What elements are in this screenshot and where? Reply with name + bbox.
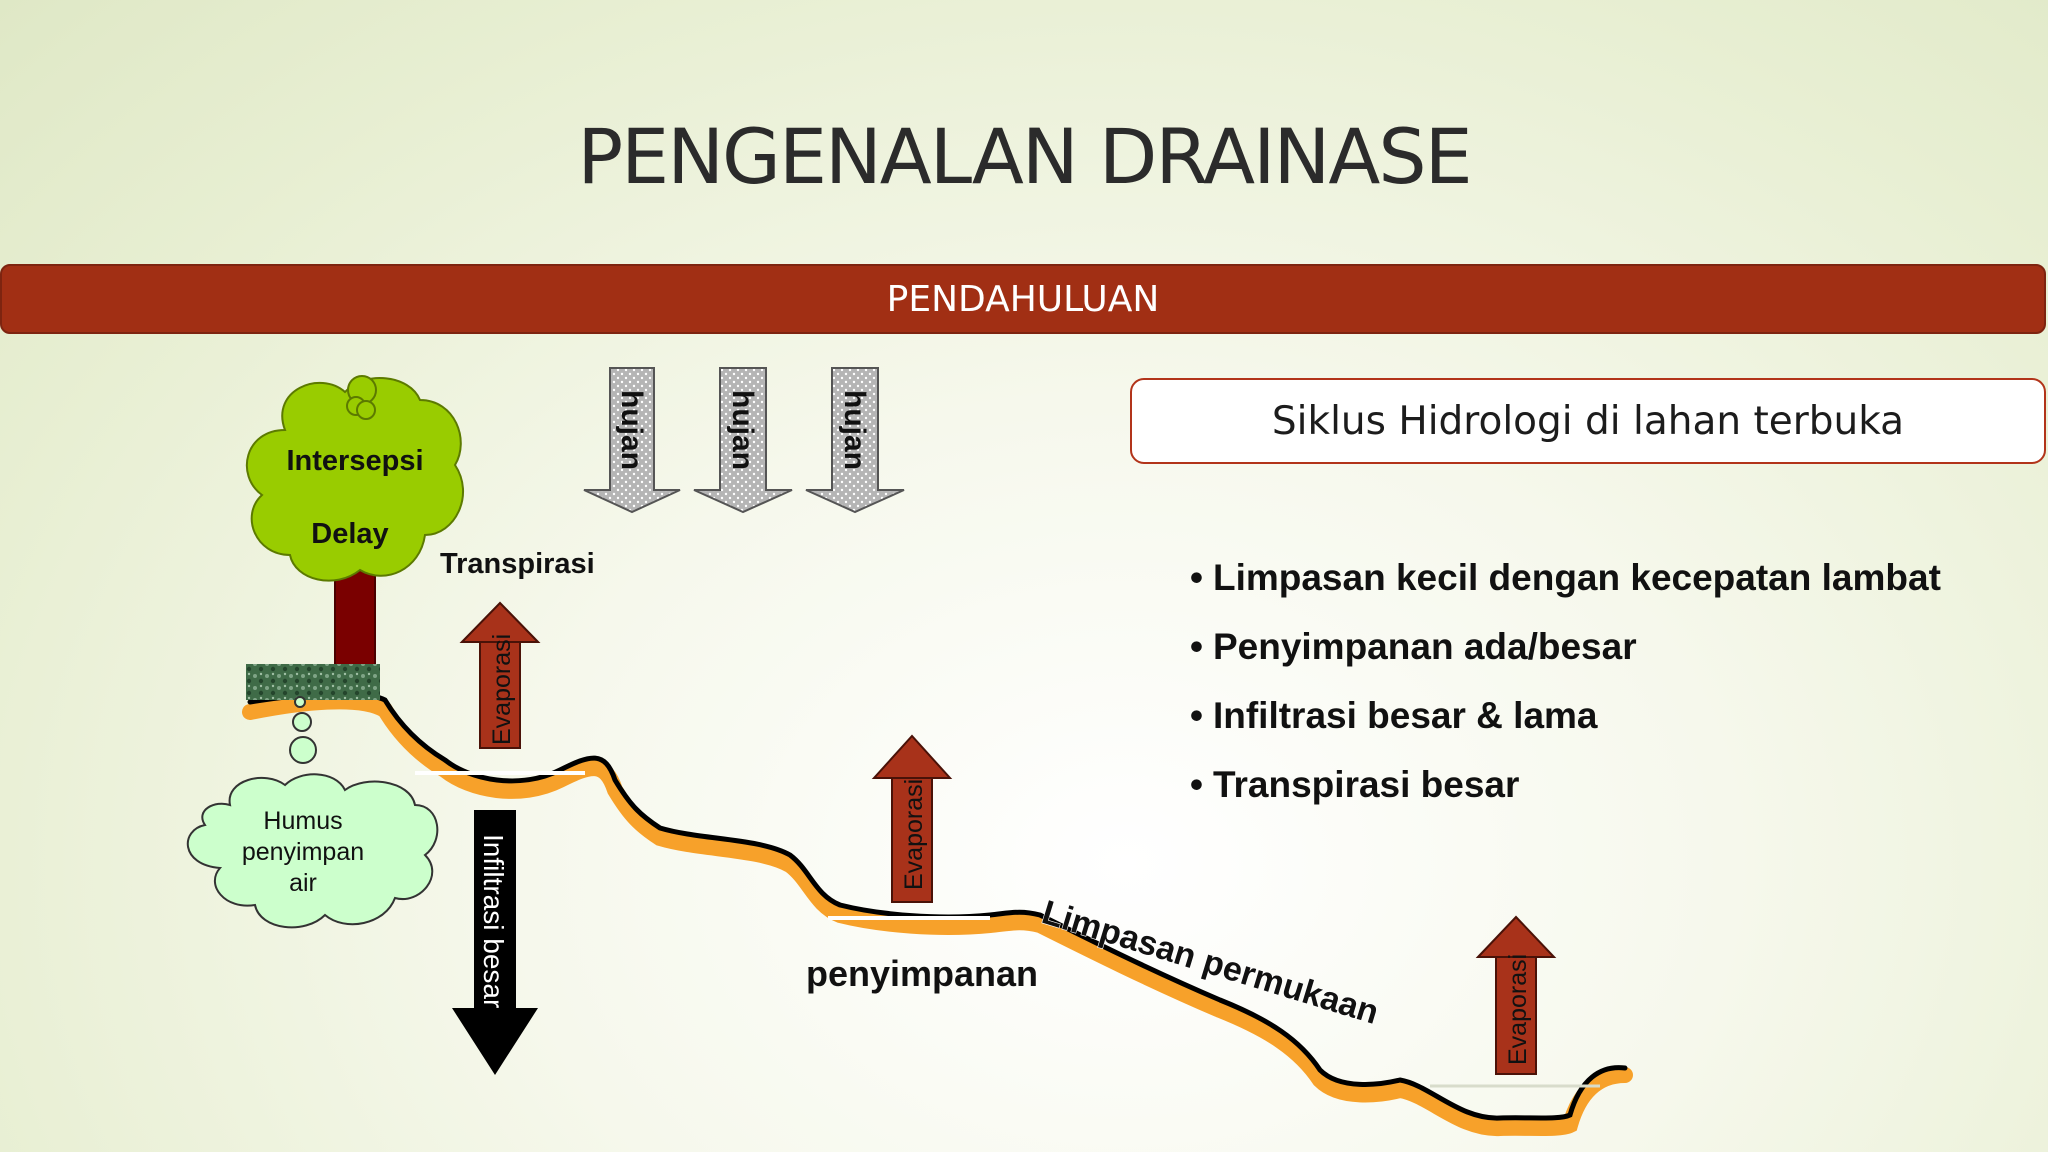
transpiration-label: Transpirasi bbox=[440, 548, 595, 580]
infiltration-arrow: Infiltrasi besar bbox=[452, 810, 538, 1075]
section-banner: PENDAHULUAN bbox=[0, 264, 2046, 334]
tree: Intersepsi Delay bbox=[245, 375, 465, 671]
ground-profile bbox=[242, 690, 1633, 1137]
bullet-item: •Transpirasi besar bbox=[1190, 764, 1520, 805]
rain-arrow: hujan bbox=[583, 367, 681, 514]
svg-text:Evaporasi: Evaporasi bbox=[488, 634, 516, 745]
storage-label: penyimpanan bbox=[806, 953, 1038, 994]
svg-text:Delay: Delay bbox=[311, 518, 388, 550]
svg-text:hujan: hujan bbox=[726, 390, 759, 470]
page-title: PENGENALAN DRAINASE bbox=[577, 112, 1472, 201]
bullet-list: •Limpasan kecil dengan kecepatan lambat … bbox=[1190, 552, 1941, 828]
svg-text:Intersepsi: Intersepsi bbox=[287, 445, 424, 477]
bullet-item: •Infiltrasi besar & lama bbox=[1190, 695, 1598, 736]
rain-arrow: hujan bbox=[693, 367, 793, 514]
bullet-item: •Penyimpanan ada/besar bbox=[1190, 626, 1637, 667]
subtitle-label: Siklus Hidrologi di lahan terbuka bbox=[1271, 398, 1905, 444]
svg-text:hujan: hujan bbox=[615, 390, 648, 470]
evaporation-arrow: Evaporasi bbox=[459, 601, 541, 749]
svg-text:Humus: Humus bbox=[263, 807, 342, 835]
svg-text:penyimpan: penyimpan bbox=[242, 838, 364, 866]
evaporation-arrow: Evaporasi bbox=[1475, 915, 1557, 1075]
subtitle-box: Siklus Hidrologi di lahan terbuka bbox=[1130, 378, 2046, 464]
svg-text:Infiltrasi besar: Infiltrasi besar bbox=[478, 834, 509, 1008]
rain-arrow: hujan bbox=[805, 367, 905, 514]
svg-text:Evaporasi: Evaporasi bbox=[1504, 954, 1532, 1065]
bullet-item: •Limpasan kecil dengan kecepatan lambat bbox=[1190, 557, 1941, 598]
svg-text:air: air bbox=[289, 869, 317, 897]
svg-text:hujan: hujan bbox=[838, 390, 871, 470]
litter-layer bbox=[246, 664, 380, 700]
svg-text:Evaporasi: Evaporasi bbox=[900, 779, 928, 890]
humus-cloud: Humus penyimpan air bbox=[186, 696, 439, 929]
banner-label: PENDAHULUAN bbox=[886, 278, 1160, 320]
evaporation-arrow: Evaporasi bbox=[871, 734, 953, 903]
